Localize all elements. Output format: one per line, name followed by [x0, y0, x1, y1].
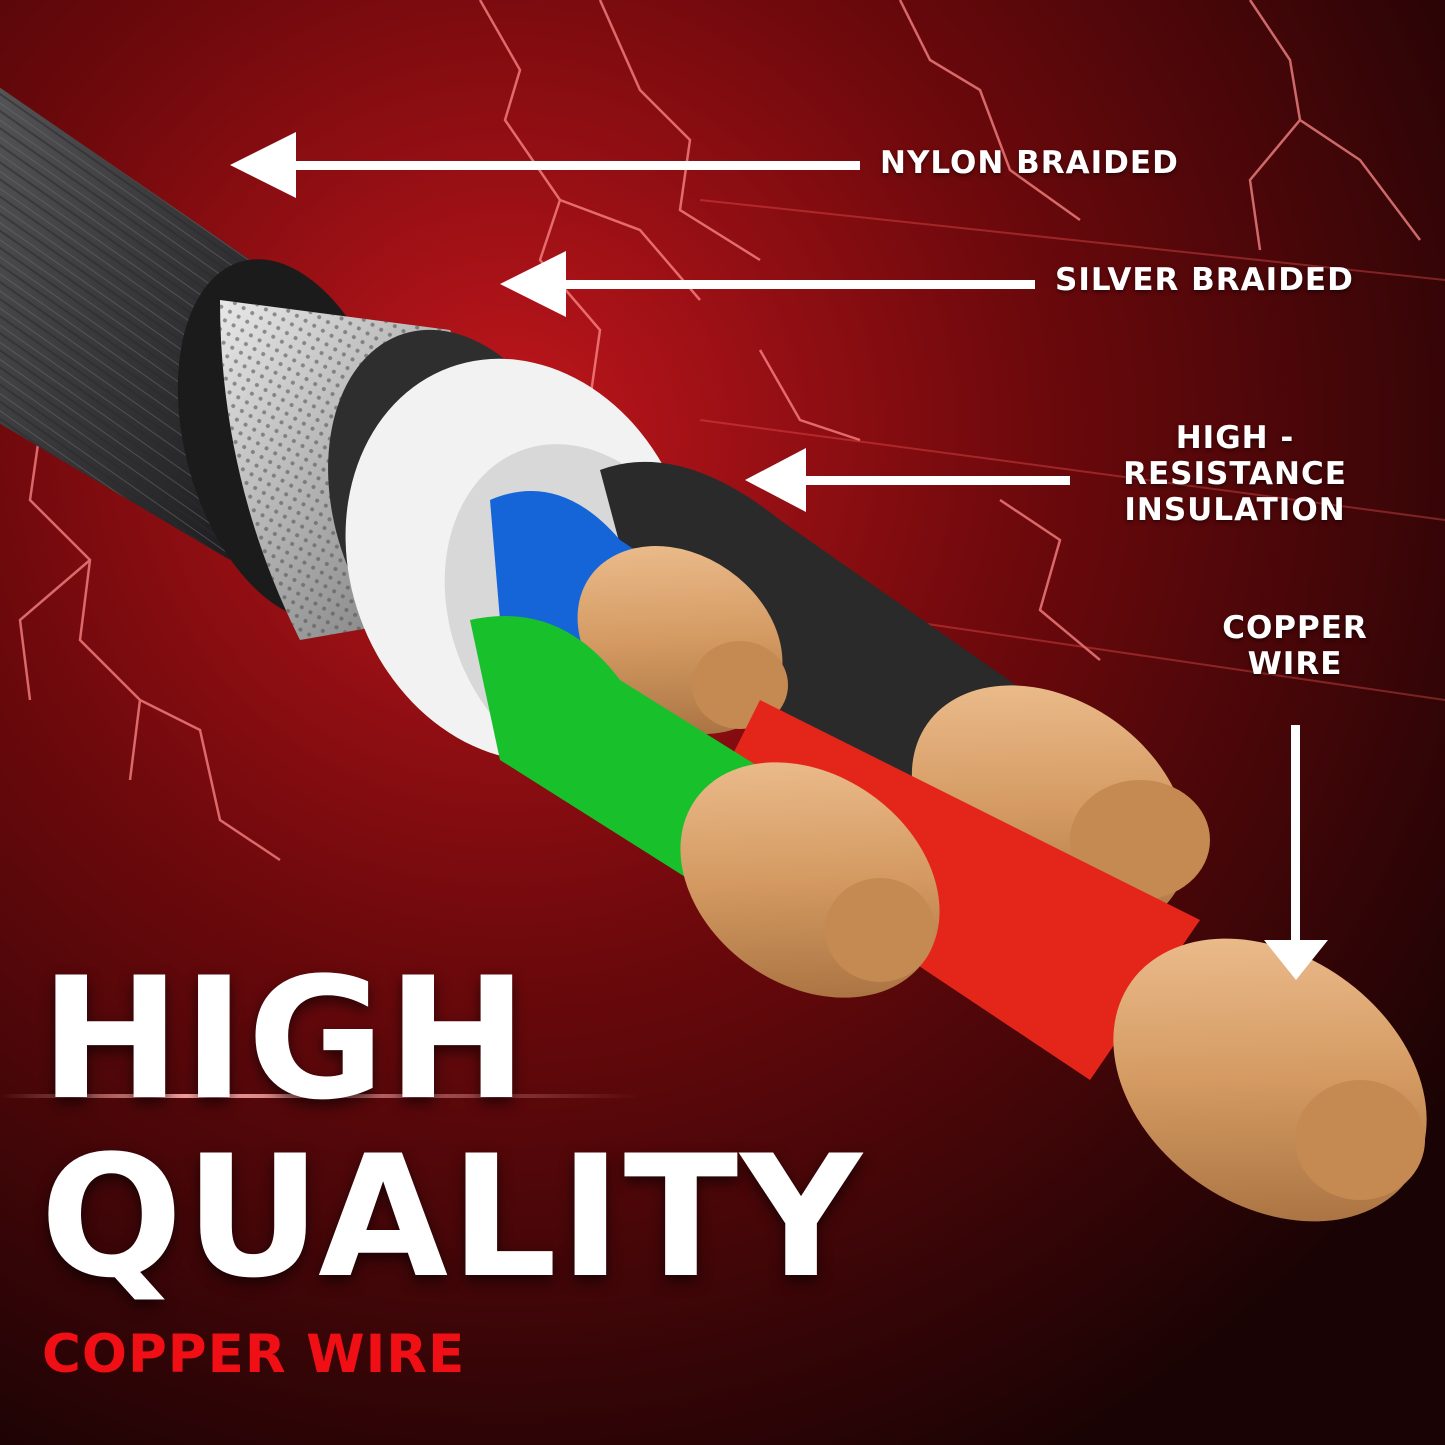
label-insulation-line: HIGH - [1175, 420, 1295, 456]
label-insulation-line: INSULATION [1124, 492, 1346, 528]
headline-line2: QUALITY [40, 1119, 864, 1315]
lightning-effect [0, 0, 1421, 862]
label-insulation: HIGH - RESISTANCE INSULATION [1095, 420, 1375, 528]
subheadline: COPPER WIRE [42, 1324, 466, 1385]
label-copper-line: COPPER [1222, 610, 1368, 646]
callout-arrows [230, 132, 1328, 980]
divider-glow [0, 1094, 640, 1098]
label-copper-line: WIRE [1247, 646, 1343, 682]
headline: HIGH QUALITY [40, 950, 940, 1306]
label-copper-wire: COPPER WIRE [1195, 610, 1395, 682]
headline-line1: HIGH [40, 941, 530, 1137]
label-insulation-line: RESISTANCE [1123, 456, 1347, 492]
label-nylon-braided: NYLON BRAIDED [880, 145, 1179, 181]
label-silver-braided: SILVER BRAIDED [1055, 262, 1354, 298]
